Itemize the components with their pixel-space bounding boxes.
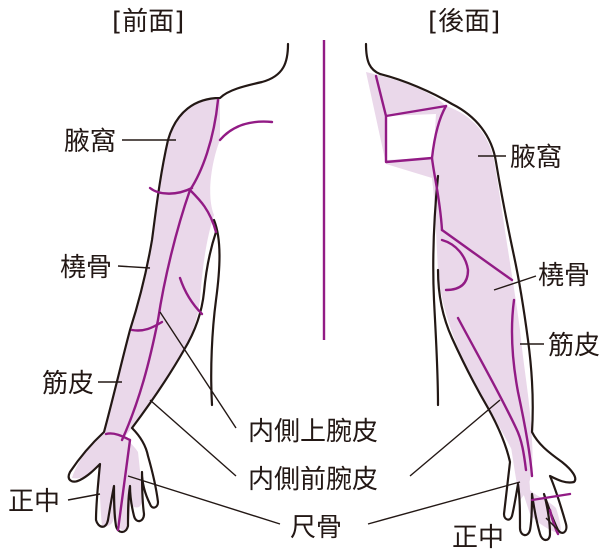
front-hand-boundary — [104, 432, 132, 532]
back-forearm-boundary — [456, 316, 528, 472]
leader-ulnar-front — [127, 475, 281, 525]
label-back-axillary: 腋窩 — [510, 143, 562, 173]
label-back-radial: 橈骨 — [538, 261, 590, 291]
back-elbow-boundary — [440, 238, 470, 292]
back-axillary-boundary — [430, 104, 448, 232]
leader-back-radial — [493, 275, 537, 291]
label-back-musculocutaneous: 筋皮 — [548, 331, 600, 361]
label-medial-brachial-cutaneous: 内側上腕皮 — [248, 417, 378, 447]
back-upper-arm-shaded-region — [432, 106, 533, 500]
label-front-median: 正中 — [8, 487, 60, 517]
front-hand-shaded-region — [72, 432, 142, 531]
back-torso-line — [432, 174, 440, 407]
label-front-radial: 橈骨 — [60, 253, 112, 283]
label-back-median: 正中 — [452, 523, 504, 553]
front-axillary-boundary — [218, 120, 274, 142]
back-arm — [364, 42, 577, 542]
leader-lines — [67, 139, 561, 533]
back-view-title: [後面] — [428, 7, 500, 37]
front-radial-musculo-boundary — [120, 98, 220, 442]
leader-medial-antebrachial-front — [149, 399, 237, 477]
label-medial-antebrachial-cutaneous: 内側前腕皮 — [248, 465, 378, 495]
front-forearm-crease — [130, 320, 164, 332]
leader-front-median — [67, 493, 101, 501]
back-musculo-boundary — [510, 298, 534, 478]
front-torso-line — [210, 218, 221, 407]
leader-ulnar-back — [367, 481, 521, 525]
back-radial-boundary — [440, 228, 514, 282]
back-axillary-box — [374, 74, 448, 164]
leader-medial-antebrachial-back — [409, 399, 501, 477]
front-medial-upper-boundary — [188, 188, 218, 234]
front-radial-forearm-boundary — [148, 186, 194, 195]
labels: [前面] [後面] 腋窩 橈骨 筋皮 正中 内側上腕皮 内側前腕皮 尺骨 腋窩 … — [8, 7, 600, 553]
label-ulnar: 尺骨 — [290, 513, 342, 543]
leader-medial-brachial-front — [159, 311, 237, 429]
front-view-title: [前面] — [112, 7, 184, 37]
front-elbow-boundary — [178, 276, 204, 316]
front-arm-outline — [67, 42, 290, 534]
label-front-axillary: 腋窩 — [64, 127, 116, 157]
back-arm-outline — [364, 42, 577, 542]
leader-front-radial — [117, 265, 151, 269]
front-arm-shaded-region — [104, 98, 220, 440]
label-front-musculocutaneous: 筋皮 — [42, 369, 94, 399]
leader-back-median — [545, 517, 561, 533]
back-hand-boundary — [530, 492, 572, 536]
front-arm — [67, 42, 290, 534]
